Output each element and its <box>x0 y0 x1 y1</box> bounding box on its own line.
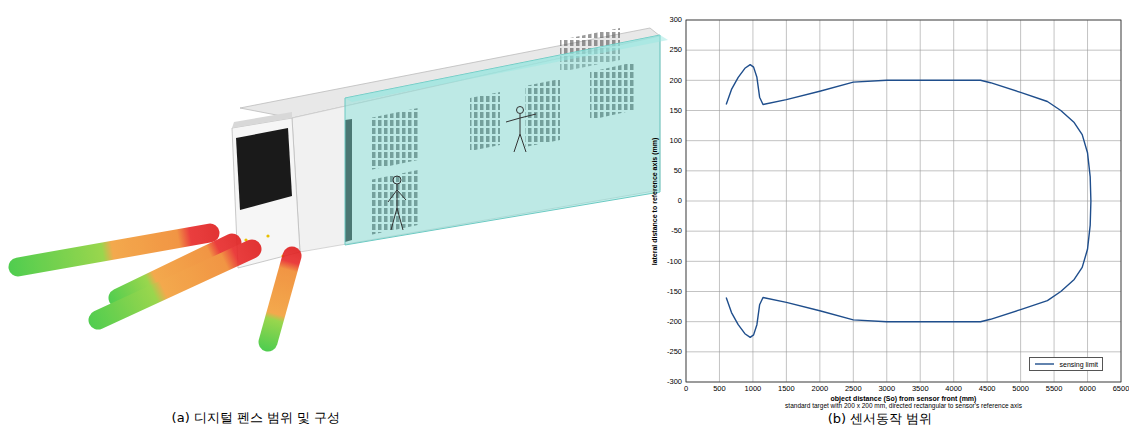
plot-frame <box>686 20 1121 382</box>
y-tick-label: -100 <box>667 258 682 266</box>
y-tick-label: -300 <box>667 378 682 386</box>
grid-line <box>686 351 1121 352</box>
grid-line <box>686 140 1121 141</box>
sensor-beam <box>18 233 292 342</box>
x-tick-label: 500 <box>713 385 726 393</box>
sensing-limit-curve <box>726 65 1091 338</box>
y-tick-label: 200 <box>669 77 682 85</box>
y-tick-label: 150 <box>669 107 682 115</box>
grid-line <box>686 231 1121 232</box>
x-tick-label: 0 <box>684 385 688 393</box>
grid-line <box>686 291 1121 292</box>
caption: (b) 센서동작 범위 <box>828 412 933 425</box>
note: standard target with 200 x 200 mm, direc… <box>785 403 1022 410</box>
x-tick-label: 1500 <box>778 385 795 393</box>
train <box>232 28 660 268</box>
grid-line <box>686 201 1121 202</box>
y-tick-label: 100 <box>669 137 682 145</box>
y-tick-label: -50 <box>671 227 682 235</box>
x-tick-label: 2500 <box>845 385 862 393</box>
x-tick-label: 4500 <box>979 385 996 393</box>
y-tick-label: -200 <box>667 318 682 326</box>
x-tick-label: 5000 <box>1012 385 1029 393</box>
x-axis-title: object distance (So) from sensor front (… <box>831 395 977 402</box>
y-tick-label: 250 <box>669 46 682 54</box>
grid-line <box>686 170 1121 171</box>
person-figure <box>388 107 536 231</box>
caption: (a) 디지털 펜스 범위 및 구성 <box>172 411 341 424</box>
y-tick-label: -250 <box>667 348 682 356</box>
y-axis-title: lateral distance to reference axis (mm) <box>652 137 659 265</box>
x-tick-label: 6500 <box>1113 385 1129 393</box>
x-tick-label: 5500 <box>1046 385 1063 393</box>
y-tick-label: 0 <box>678 197 682 205</box>
x-tick-label: 4000 <box>945 385 962 393</box>
x-tick-label: 1000 <box>745 385 762 393</box>
y-tick-label: 50 <box>674 167 682 175</box>
legend-line-sample <box>1034 360 1056 368</box>
grid-line <box>686 110 1121 111</box>
x-tick-label: 2000 <box>812 385 829 393</box>
fence-zone-top <box>345 35 668 102</box>
x-tick-label: 3500 <box>912 385 929 393</box>
y-tick-label: -150 <box>667 288 682 296</box>
sensing-chart <box>686 20 1121 382</box>
x-tick-label: 6000 <box>1079 385 1096 393</box>
y-tick-label: 300 <box>669 16 682 24</box>
grid-line <box>686 261 1121 262</box>
x-tick-label: 3000 <box>878 385 895 393</box>
legend-box: sensing limit <box>1029 357 1103 371</box>
grid-line <box>686 50 1121 51</box>
legend-text: sensing limit <box>1059 361 1098 368</box>
